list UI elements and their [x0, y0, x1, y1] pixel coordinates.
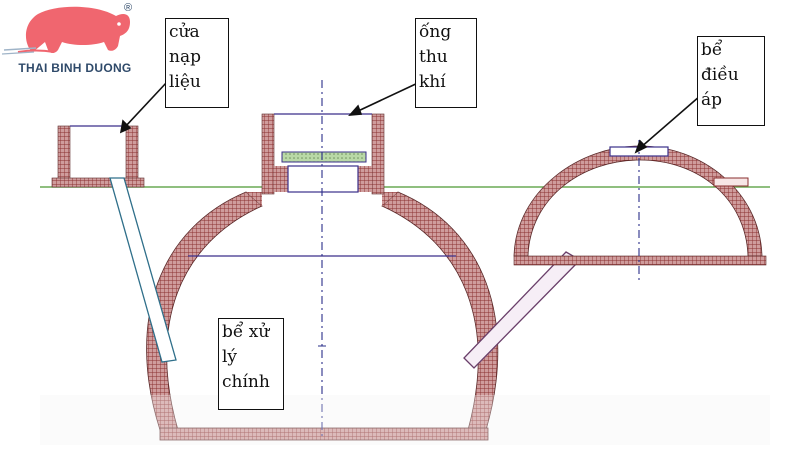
chimney-inner-right	[358, 166, 372, 192]
leader-arrows	[119, 81, 701, 154]
chimney-neck	[287, 165, 359, 193]
inlet-right-wall	[125, 125, 139, 181]
label-main-tank: bể xử lý chính	[218, 318, 284, 410]
inlet-pipe	[109, 177, 177, 363]
registered-mark: ®	[124, 2, 133, 14]
pressure-tank-wall	[513, 145, 763, 257]
main-tank-base	[159, 427, 489, 441]
label-feed-gate: cửa nạp liệu	[165, 18, 229, 108]
inlet-base	[51, 177, 145, 188]
chimney-cover-slab	[281, 151, 367, 163]
chimney-right-wall	[371, 113, 385, 195]
chimney-inner-left	[274, 166, 288, 192]
inlet-left-wall	[57, 125, 71, 181]
label-pressure-tank: bể điều áp	[697, 36, 765, 126]
pressure-tank-base	[513, 255, 767, 266]
pig-logo-icon	[1, 6, 131, 55]
brand-name: THAI BINH DUONG	[18, 61, 132, 75]
label-gas-pipe: ống thu khí	[415, 18, 477, 108]
pressure-tank-overflow	[713, 177, 749, 187]
chimney-left-wall	[261, 113, 275, 195]
